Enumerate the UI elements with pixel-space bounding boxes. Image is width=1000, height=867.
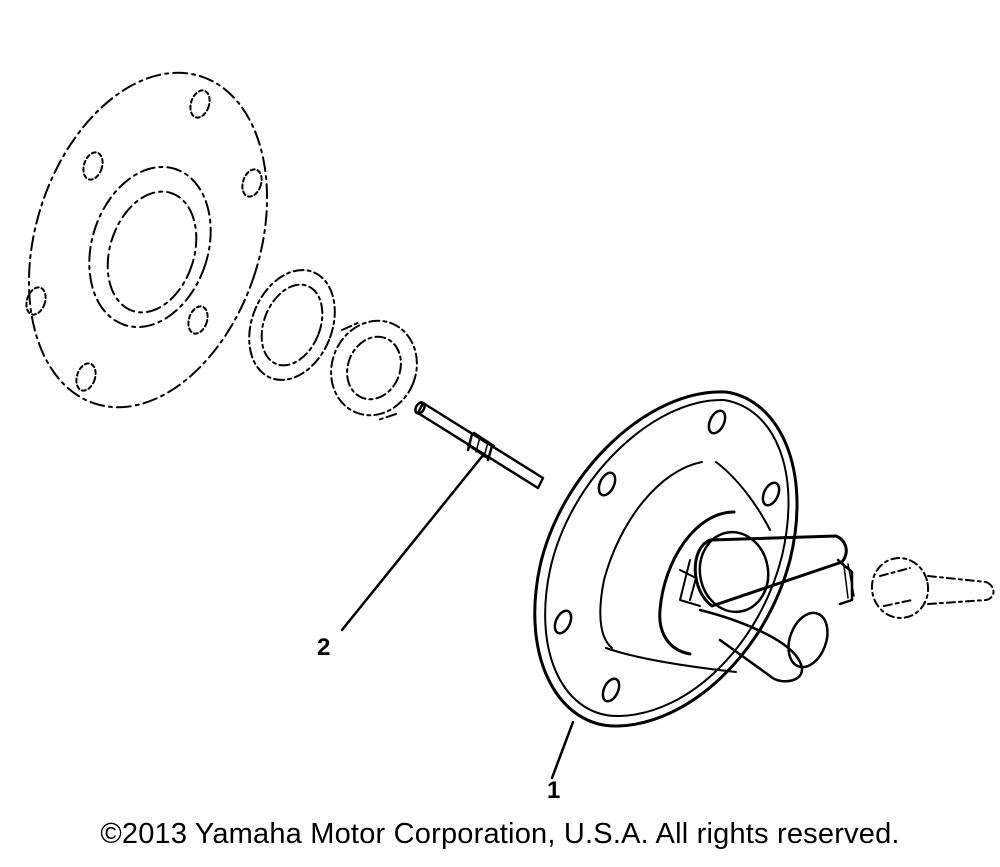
phantom-plate-bolt-holes <box>25 89 263 392</box>
flange-bolt-holes <box>553 409 781 703</box>
callout-leaders <box>340 452 575 780</box>
phantom-washer <box>248 269 336 381</box>
phantom-mating-plate <box>25 71 269 409</box>
leader-line-2 <box>340 452 486 632</box>
drive-flange-assembly <box>533 390 855 728</box>
shaft-pin <box>414 401 545 490</box>
phantom-tie-rod-end <box>870 557 995 619</box>
copyright-notice: ©2013 Yamaha Motor Corporation, U.S.A. A… <box>100 818 900 850</box>
phantom-nut <box>330 319 418 421</box>
callout-number-2: 2 <box>317 634 330 661</box>
leader-line-1 <box>550 720 575 780</box>
callout-number-1: 1 <box>547 777 560 804</box>
